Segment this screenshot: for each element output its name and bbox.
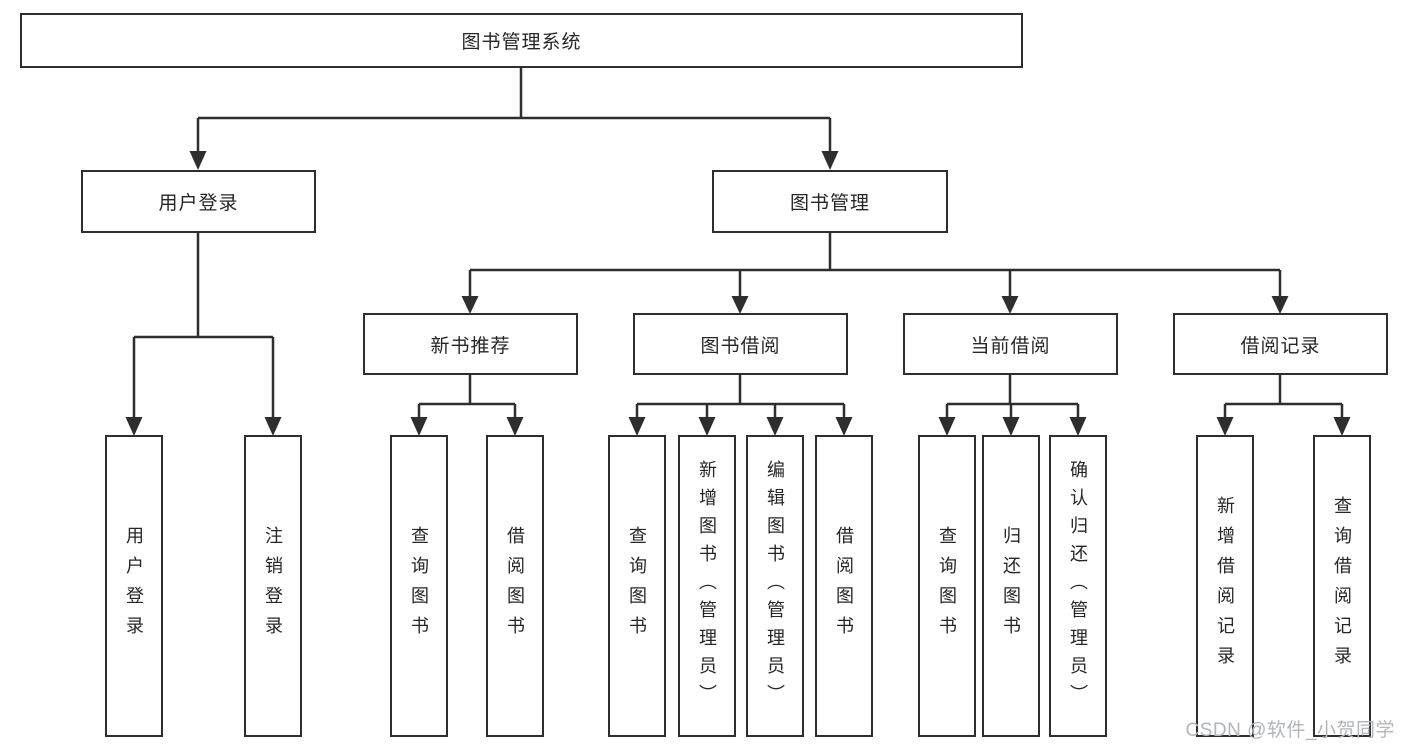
node-leaf-add-book-admin: 新增图书（管理员） bbox=[678, 435, 736, 737]
node-leaf-add-borrow-record: 新增借阅记录 bbox=[1196, 435, 1254, 737]
node-leaf-edit-book-admin: 编辑图书（管理员） bbox=[746, 435, 804, 737]
node-current-borrow: 当前借阅 bbox=[903, 313, 1118, 375]
node-book-borrow: 图书借阅 bbox=[633, 313, 848, 375]
node-borrow-records: 借阅记录 bbox=[1173, 313, 1388, 375]
node-leaf-confirm-return-admin: 确认归还（管理员） bbox=[1049, 435, 1107, 737]
node-leaf-return-book: 归还图书 bbox=[982, 435, 1040, 737]
node-leaf-query-book-1: 查询图书 bbox=[390, 435, 448, 737]
node-leaf-logout: 注销登录 bbox=[244, 435, 302, 737]
node-leaf-borrow-book-1: 借阅图书 bbox=[486, 435, 544, 737]
node-leaf-borrow-book-2: 借阅图书 bbox=[815, 435, 873, 737]
csdn-watermark: CSDN @软件_小贺同学 bbox=[1185, 720, 1395, 741]
node-user-login: 用户登录 bbox=[81, 170, 316, 233]
node-leaf-query-borrow-record: 查询借阅记录 bbox=[1313, 435, 1371, 737]
node-leaf-user-login: 用户登录 bbox=[105, 435, 163, 737]
node-root: 图书管理系统 bbox=[20, 13, 1023, 68]
node-leaf-query-book-3: 查询图书 bbox=[918, 435, 976, 737]
node-leaf-query-book-2: 查询图书 bbox=[608, 435, 666, 737]
node-new-book-recommend: 新书推荐 bbox=[363, 313, 578, 375]
node-book-management: 图书管理 bbox=[712, 170, 948, 233]
